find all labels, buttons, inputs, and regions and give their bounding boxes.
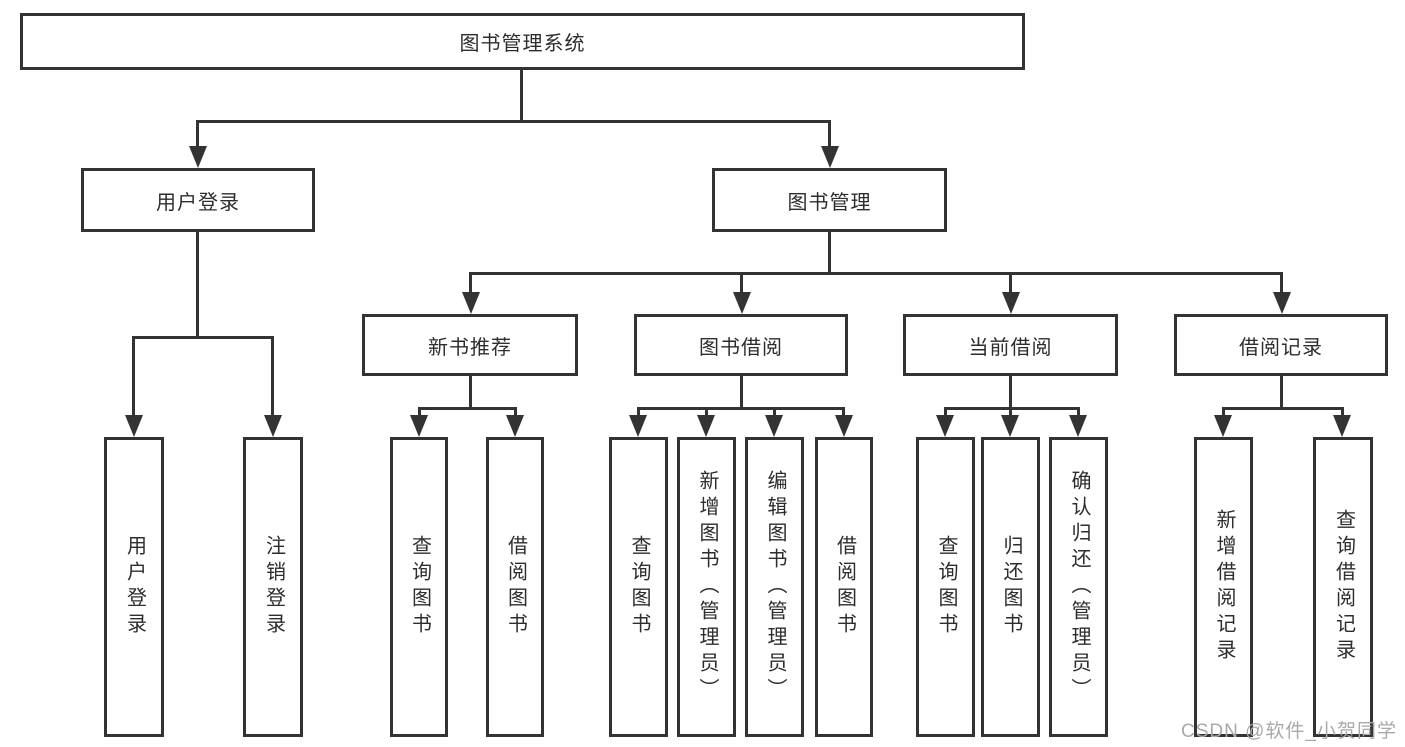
leaf-newbook-query-label: 查询图书 — [408, 535, 431, 639]
leaf-borrow-borrow: 借阅图书 — [815, 437, 873, 737]
arrow-down-icon — [1001, 415, 1019, 437]
node-newbook-label: 新书推荐 — [428, 336, 512, 359]
node-user-login: 用户登录 — [81, 168, 315, 232]
connector-mgmt-stem-3 — [1009, 272, 1012, 294]
arrow-down-icon — [189, 146, 207, 168]
leaf-borrow-edit-label: 编辑图书（管理员） — [764, 470, 786, 704]
node-user-login-label: 用户登录 — [156, 191, 240, 214]
arrow-down-icon — [264, 415, 282, 437]
connector-records-trunk — [1280, 376, 1283, 410]
arrow-down-icon — [821, 146, 839, 168]
node-root-label: 图书管理系统 — [459, 33, 586, 55]
leaf-logout-label: 注销登录 — [262, 535, 285, 639]
connector-user-trunk — [196, 232, 199, 338]
leaf-borrow-borrow-label: 借阅图书 — [833, 535, 856, 639]
leaf-records-query: 查询借阅记录 — [1313, 437, 1373, 737]
connector-root-hline — [196, 120, 831, 123]
connector-newbook-stem-1 — [418, 407, 421, 417]
connector-borrow-stem-1 — [637, 407, 640, 417]
connector-newbook-hline — [418, 407, 517, 410]
connector-current-stem-3 — [1077, 407, 1080, 417]
connector-user-stem-2 — [271, 336, 274, 417]
arrow-down-icon — [462, 292, 480, 314]
leaf-current-query-label: 查询图书 — [935, 535, 957, 639]
arrow-down-icon — [733, 292, 751, 314]
leaf-borrow-add: 新增图书（管理员） — [677, 437, 736, 737]
node-book-mgmt: 图书管理 — [712, 168, 947, 232]
arrow-down-icon — [697, 415, 715, 437]
connector-stem-user — [196, 120, 199, 148]
node-newbook: 新书推荐 — [362, 314, 578, 376]
node-borrow-label: 图书借阅 — [699, 336, 783, 359]
connector-current-stem-1 — [944, 407, 947, 417]
connector-mgmt-stem-2 — [740, 272, 743, 294]
connector-user-stem-1 — [132, 336, 135, 417]
connector-records-hline — [1222, 407, 1343, 410]
arrow-down-icon — [835, 415, 853, 437]
node-current: 当前借阅 — [903, 314, 1118, 376]
node-borrow: 图书借阅 — [634, 314, 848, 376]
leaf-records-query-label: 查询借阅记录 — [1332, 509, 1355, 665]
node-current-label: 当前借阅 — [968, 336, 1053, 359]
arrow-down-icon — [1273, 292, 1291, 314]
connector-borrow-stem-3 — [773, 407, 776, 417]
connector-mgmt-stem-1 — [469, 272, 472, 294]
connector-stem-mgmt — [828, 120, 831, 148]
arrow-down-icon — [410, 415, 428, 437]
leaf-current-query: 查询图书 — [916, 437, 975, 737]
arrow-down-icon — [125, 415, 143, 437]
csdn-watermark: CSDN @软件_小贺同学 — [1181, 721, 1397, 742]
connector-records-stem-1 — [1222, 407, 1225, 417]
leaf-newbook-query: 查询图书 — [390, 437, 448, 737]
leaf-borrow-edit: 编辑图书（管理员） — [745, 437, 804, 737]
arrow-down-icon — [1333, 415, 1351, 437]
node-book-mgmt-label: 图书管理 — [787, 191, 872, 214]
leaf-borrow-query-label: 查询图书 — [628, 535, 650, 639]
arrow-down-icon — [506, 415, 524, 437]
connector-borrow-trunk — [740, 376, 743, 410]
leaf-records-add: 新增借阅记录 — [1194, 437, 1253, 737]
arrow-down-icon — [1002, 292, 1020, 314]
connector-mgmt-trunk — [828, 232, 831, 275]
connector-mgmt-stem-4 — [1280, 272, 1283, 294]
connector-borrow-stem-4 — [842, 407, 845, 417]
leaf-borrow-query: 查询图书 — [609, 437, 668, 737]
arrow-down-icon — [1214, 415, 1232, 437]
leaf-newbook-borrow: 借阅图书 — [486, 437, 544, 737]
connector-current-stem-2 — [1009, 407, 1012, 417]
leaf-newbook-borrow-label: 借阅图书 — [504, 535, 527, 639]
leaf-logout: 注销登录 — [243, 437, 303, 737]
leaf-current-confirm-label: 确认归还（管理员） — [1068, 470, 1090, 704]
connector-borrow-stem-2 — [705, 407, 708, 417]
arrow-down-icon — [765, 415, 783, 437]
leaf-records-add-label: 新增借阅记录 — [1213, 509, 1235, 665]
leaf-current-confirm: 确认归还（管理员） — [1049, 437, 1108, 737]
connector-root-trunk — [520, 69, 523, 123]
node-records: 借阅记录 — [1174, 314, 1388, 376]
arrow-down-icon — [1069, 415, 1087, 437]
arrow-down-icon — [629, 415, 647, 437]
connector-records-stem-2 — [1341, 407, 1344, 417]
arrow-down-icon — [936, 415, 954, 437]
leaf-current-return: 归还图书 — [981, 437, 1040, 737]
leaf-user-login: 用户登录 — [104, 437, 164, 737]
node-root: 图书管理系统 — [20, 13, 1025, 70]
connector-current-trunk — [1009, 376, 1012, 410]
leaf-borrow-add-label: 新增图书（管理员） — [696, 470, 718, 704]
leaf-user-login-label: 用户登录 — [123, 535, 146, 639]
connector-newbook-stem-2 — [514, 407, 517, 417]
leaf-current-return-label: 归还图书 — [1000, 535, 1022, 639]
node-records-label: 借阅记录 — [1239, 336, 1323, 359]
connector-user-hline — [133, 336, 274, 339]
connector-borrow-hline — [637, 407, 845, 410]
connector-newbook-trunk — [469, 376, 472, 410]
connector-mgmt-hline — [469, 272, 1283, 275]
